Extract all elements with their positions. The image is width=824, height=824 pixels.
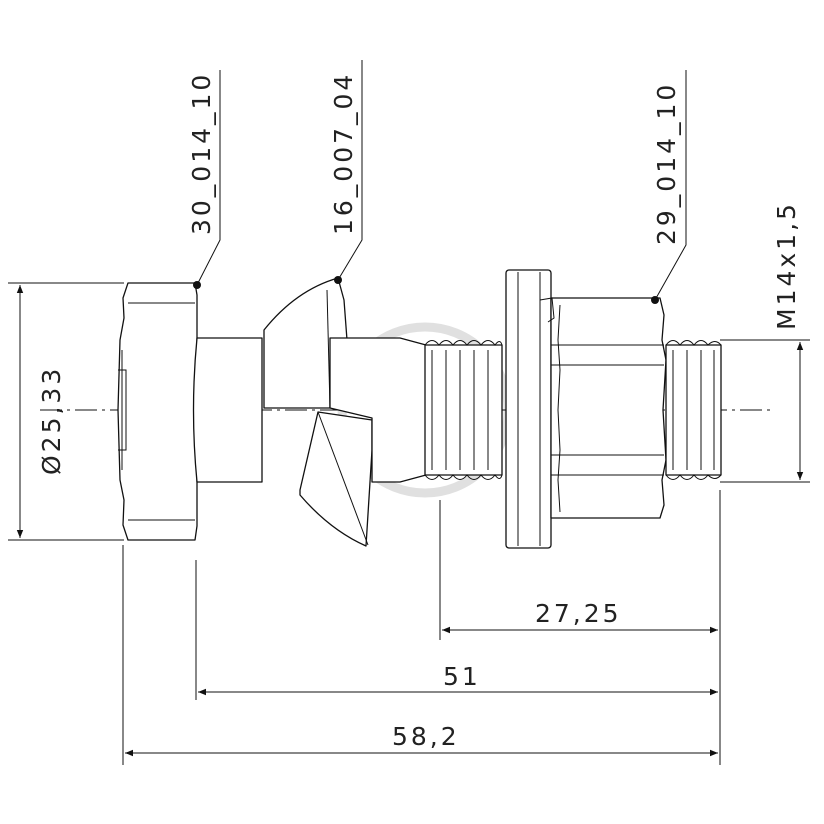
dimension-diameter-label: Ø25,33 <box>37 366 66 475</box>
label-part-30-014-10: 30_014_10 <box>187 72 216 235</box>
nut-part <box>539 297 667 519</box>
horizontal-dimensions <box>122 490 721 765</box>
head-part <box>117 282 263 541</box>
thread-dimension <box>720 339 810 483</box>
dimension-27-25-label: 27,25 <box>535 599 622 628</box>
label-part-29-014-10: 29_014_10 <box>652 82 681 245</box>
dimension-thread-label: M14x1,5 <box>772 201 801 330</box>
leader-lines <box>193 60 687 304</box>
label-part-16-007-04: 16_007_04 <box>329 72 358 235</box>
dimension-51-label: 51 <box>443 662 481 691</box>
washer-plate <box>505 269 552 549</box>
dimension-58-2-label: 58,2 <box>392 722 460 751</box>
thread-right <box>665 340 722 480</box>
thread-left <box>424 340 503 480</box>
clamp-part <box>263 277 427 547</box>
diameter-dimension <box>8 282 124 541</box>
